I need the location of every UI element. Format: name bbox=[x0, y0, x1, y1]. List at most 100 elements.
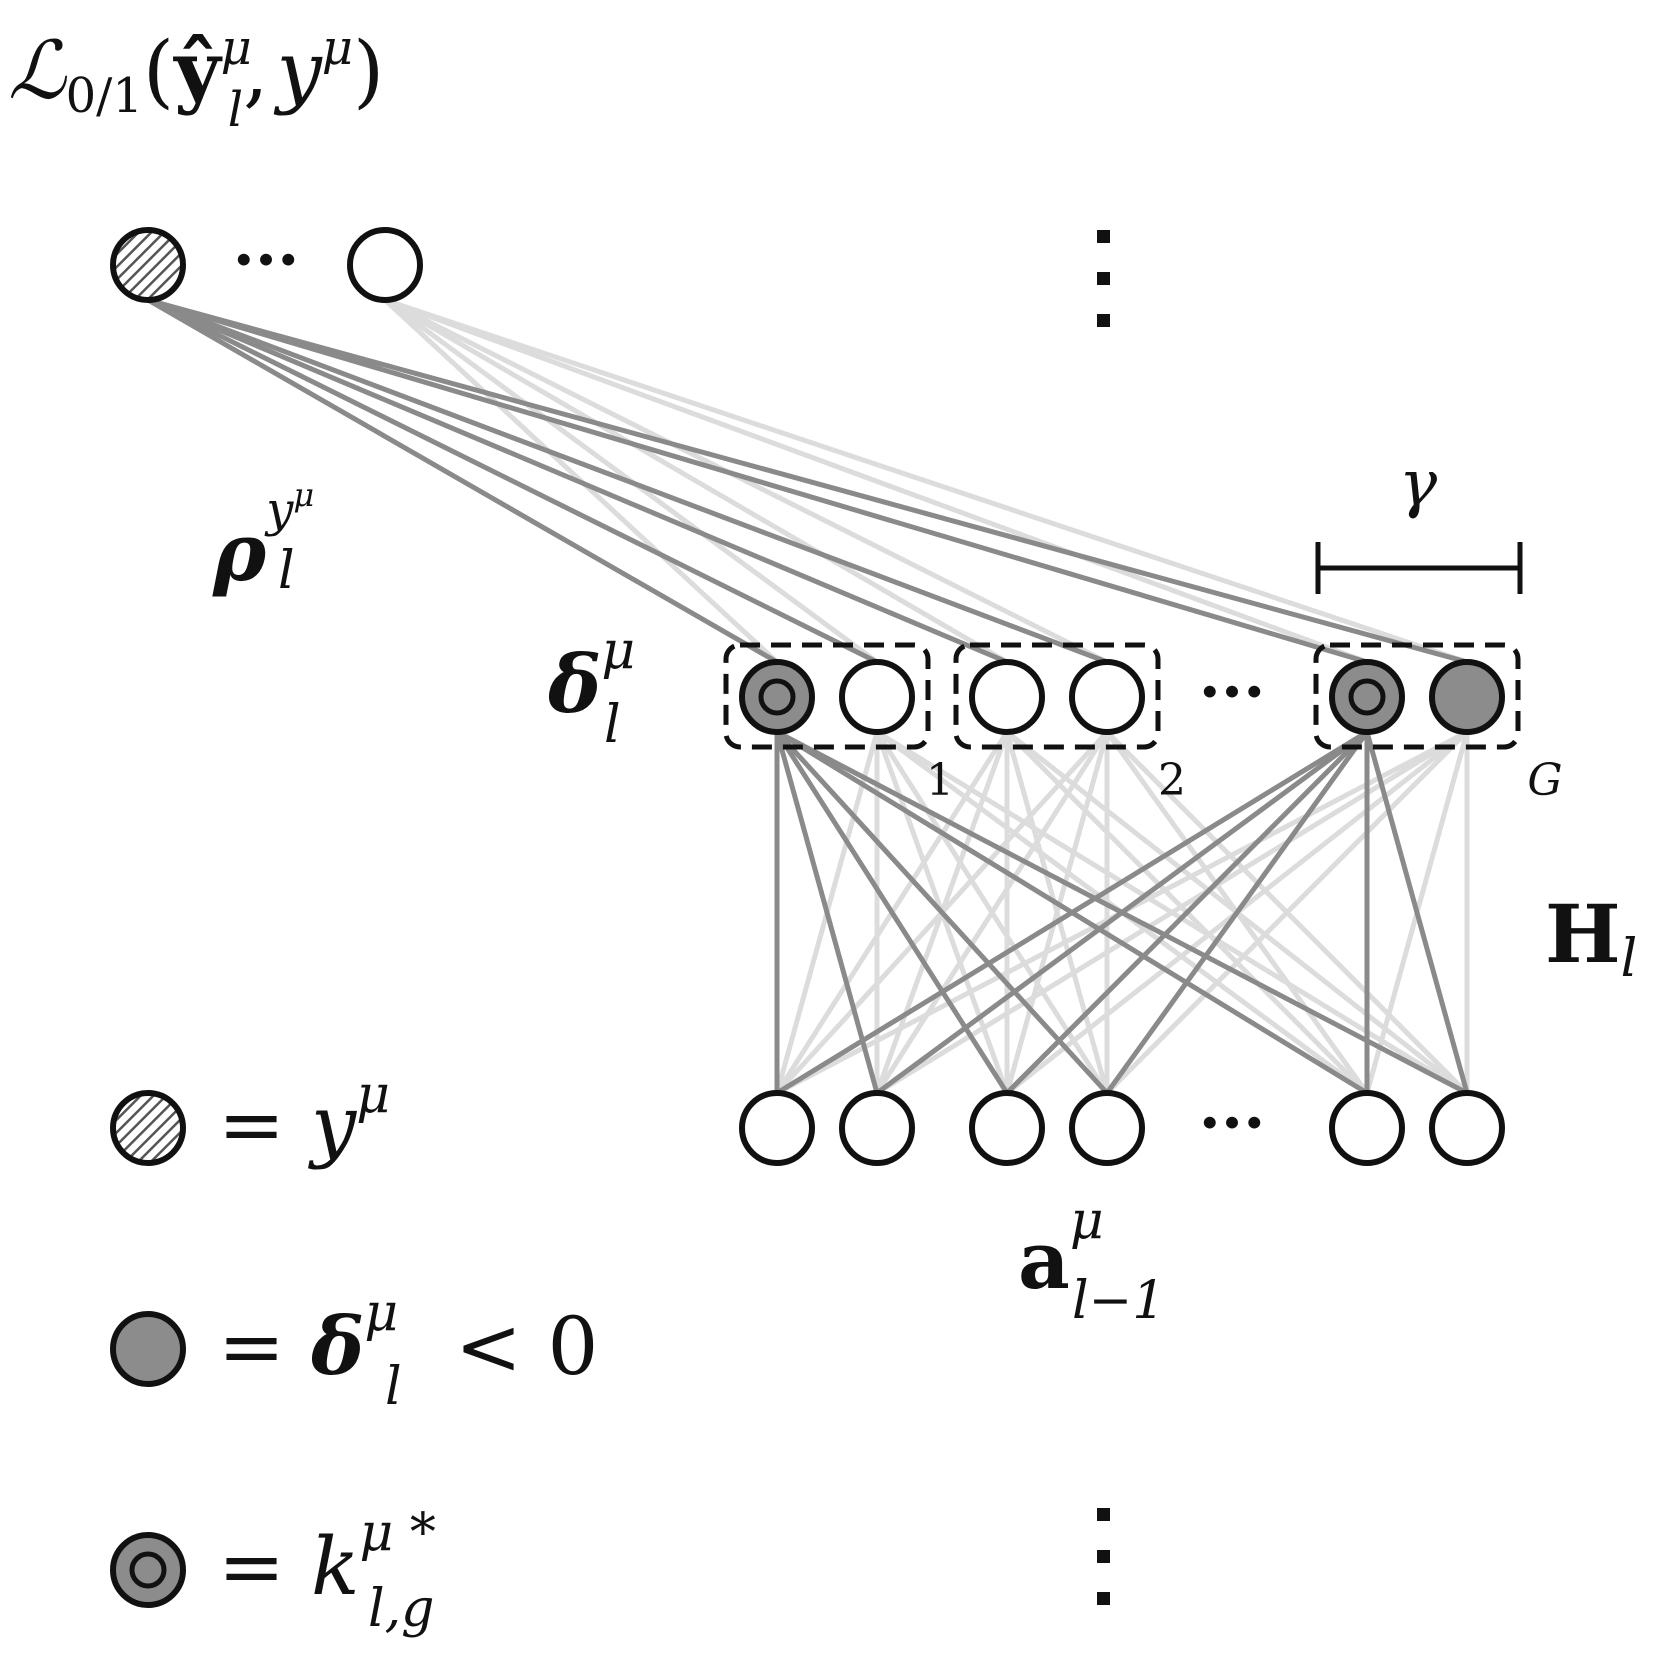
h-base: H bbox=[1545, 887, 1621, 981]
loss-open: ( bbox=[143, 24, 174, 117]
delta-sub: l bbox=[604, 695, 621, 755]
group-index-G: G bbox=[1527, 755, 1562, 806]
edge bbox=[774, 730, 1010, 1095]
edge bbox=[146, 297, 779, 665]
legend-sup: μ bbox=[356, 1065, 390, 1125]
edge bbox=[775, 730, 1109, 1095]
legend-sub: l,g bbox=[368, 1579, 434, 1639]
gamma-bracket bbox=[1315, 542, 1523, 594]
edge bbox=[147, 297, 1368, 665]
edge bbox=[147, 297, 1468, 665]
edge bbox=[774, 731, 880, 1094]
hidden-layer: ··· 1 2 G bbox=[723, 642, 1563, 806]
legend-text-target: = kμ * l,g bbox=[218, 1503, 436, 1639]
edge bbox=[874, 730, 1110, 1095]
rho-sup: y bbox=[264, 482, 294, 538]
edge bbox=[1364, 731, 1470, 1094]
loss-comma: , bbox=[243, 24, 268, 117]
legend-row-hatched: =yμ bbox=[110, 1065, 390, 1171]
input-node bbox=[1329, 1090, 1405, 1166]
loss-script: ℒ bbox=[8, 24, 67, 117]
group-box-1 bbox=[723, 642, 931, 750]
edge bbox=[1105, 730, 1469, 1095]
edge bbox=[1005, 730, 1369, 1095]
a-sub: l−1 bbox=[1072, 1271, 1165, 1331]
vertical-ellipsis-bottom bbox=[1097, 1508, 1110, 1605]
input-node bbox=[969, 1090, 1045, 1166]
input-node bbox=[1429, 1090, 1505, 1166]
input-node bbox=[739, 1090, 815, 1166]
loss-yhat: ŷ bbox=[172, 23, 223, 117]
hidden-ellipsis: ··· bbox=[1199, 655, 1266, 730]
output-layer: ··· bbox=[110, 223, 1110, 327]
legend-swatch-filled bbox=[110, 1311, 186, 1387]
group-index-1: 1 bbox=[926, 755, 954, 806]
legend-swatch-hatched bbox=[110, 1090, 186, 1166]
edge bbox=[384, 297, 1368, 665]
loss-y-sup: μ bbox=[322, 20, 353, 76]
a-sup: μ bbox=[1070, 1191, 1104, 1251]
edge bbox=[1004, 731, 1110, 1094]
h-sub: l bbox=[1621, 929, 1638, 989]
legend-eq: = bbox=[218, 1078, 285, 1171]
legend-sup: μ bbox=[364, 1283, 398, 1343]
legend-eq: = bbox=[218, 1300, 285, 1393]
input-node bbox=[1069, 1090, 1145, 1166]
input-node bbox=[839, 1090, 915, 1166]
group-box-G bbox=[1313, 642, 1521, 750]
input-layer: ··· bbox=[739, 1086, 1505, 1605]
loss-y: y bbox=[274, 24, 324, 117]
edge bbox=[384, 297, 1468, 665]
hidden-node bbox=[969, 659, 1045, 735]
loss-yhat-sup: μ bbox=[221, 20, 252, 76]
hidden-node bbox=[839, 659, 915, 735]
hidden-node-target bbox=[1329, 659, 1405, 735]
rho-sub: l bbox=[278, 541, 295, 601]
legend-base: δ bbox=[310, 1299, 364, 1393]
legend-row-target: = kμ * l,g bbox=[110, 1503, 436, 1639]
vertical-ellipsis-top bbox=[1097, 230, 1110, 327]
hidden-node-negative bbox=[1429, 659, 1505, 735]
gamma-label: γ bbox=[1399, 447, 1438, 521]
output-node-target bbox=[110, 227, 186, 303]
edge bbox=[147, 297, 1008, 665]
legend-rest: < 0 bbox=[455, 1300, 598, 1393]
rho-sup-sup: μ bbox=[293, 476, 314, 514]
group-index-2: 2 bbox=[1158, 755, 1186, 806]
legend-base: k bbox=[311, 1520, 359, 1613]
loss-close: ) bbox=[353, 24, 384, 117]
edge bbox=[383, 297, 1009, 665]
delta-base: δ bbox=[547, 637, 601, 731]
legend-base: y bbox=[308, 1078, 358, 1171]
edge bbox=[383, 297, 1109, 665]
legend-swatch-target-inner bbox=[129, 1551, 167, 1589]
a-base: a bbox=[1018, 1213, 1070, 1307]
edge bbox=[146, 297, 879, 665]
delta-sup: μ bbox=[601, 621, 635, 681]
legend-eq: = bbox=[218, 1520, 285, 1613]
edges-dark bbox=[146, 297, 1470, 1096]
edge bbox=[1104, 730, 1370, 1095]
h-label: Hl bbox=[1545, 887, 1637, 989]
group-box-2 bbox=[953, 642, 1161, 750]
loss-yhat-sub: l bbox=[228, 82, 243, 138]
output-ellipsis: ··· bbox=[233, 223, 300, 298]
edge bbox=[875, 729, 1369, 1096]
rho-base: ρ bbox=[212, 505, 267, 599]
edge bbox=[775, 729, 1369, 1096]
edge bbox=[147, 297, 1108, 665]
hidden-node-target bbox=[739, 659, 815, 735]
input-ellipsis: ··· bbox=[1199, 1086, 1266, 1161]
legend-sup: μ * bbox=[360, 1503, 436, 1563]
output-node-other bbox=[347, 227, 423, 303]
a-label: aμ l−1 bbox=[1018, 1191, 1165, 1331]
legend-text-hatched: =yμ bbox=[218, 1065, 390, 1171]
hidden-node bbox=[1069, 659, 1145, 735]
